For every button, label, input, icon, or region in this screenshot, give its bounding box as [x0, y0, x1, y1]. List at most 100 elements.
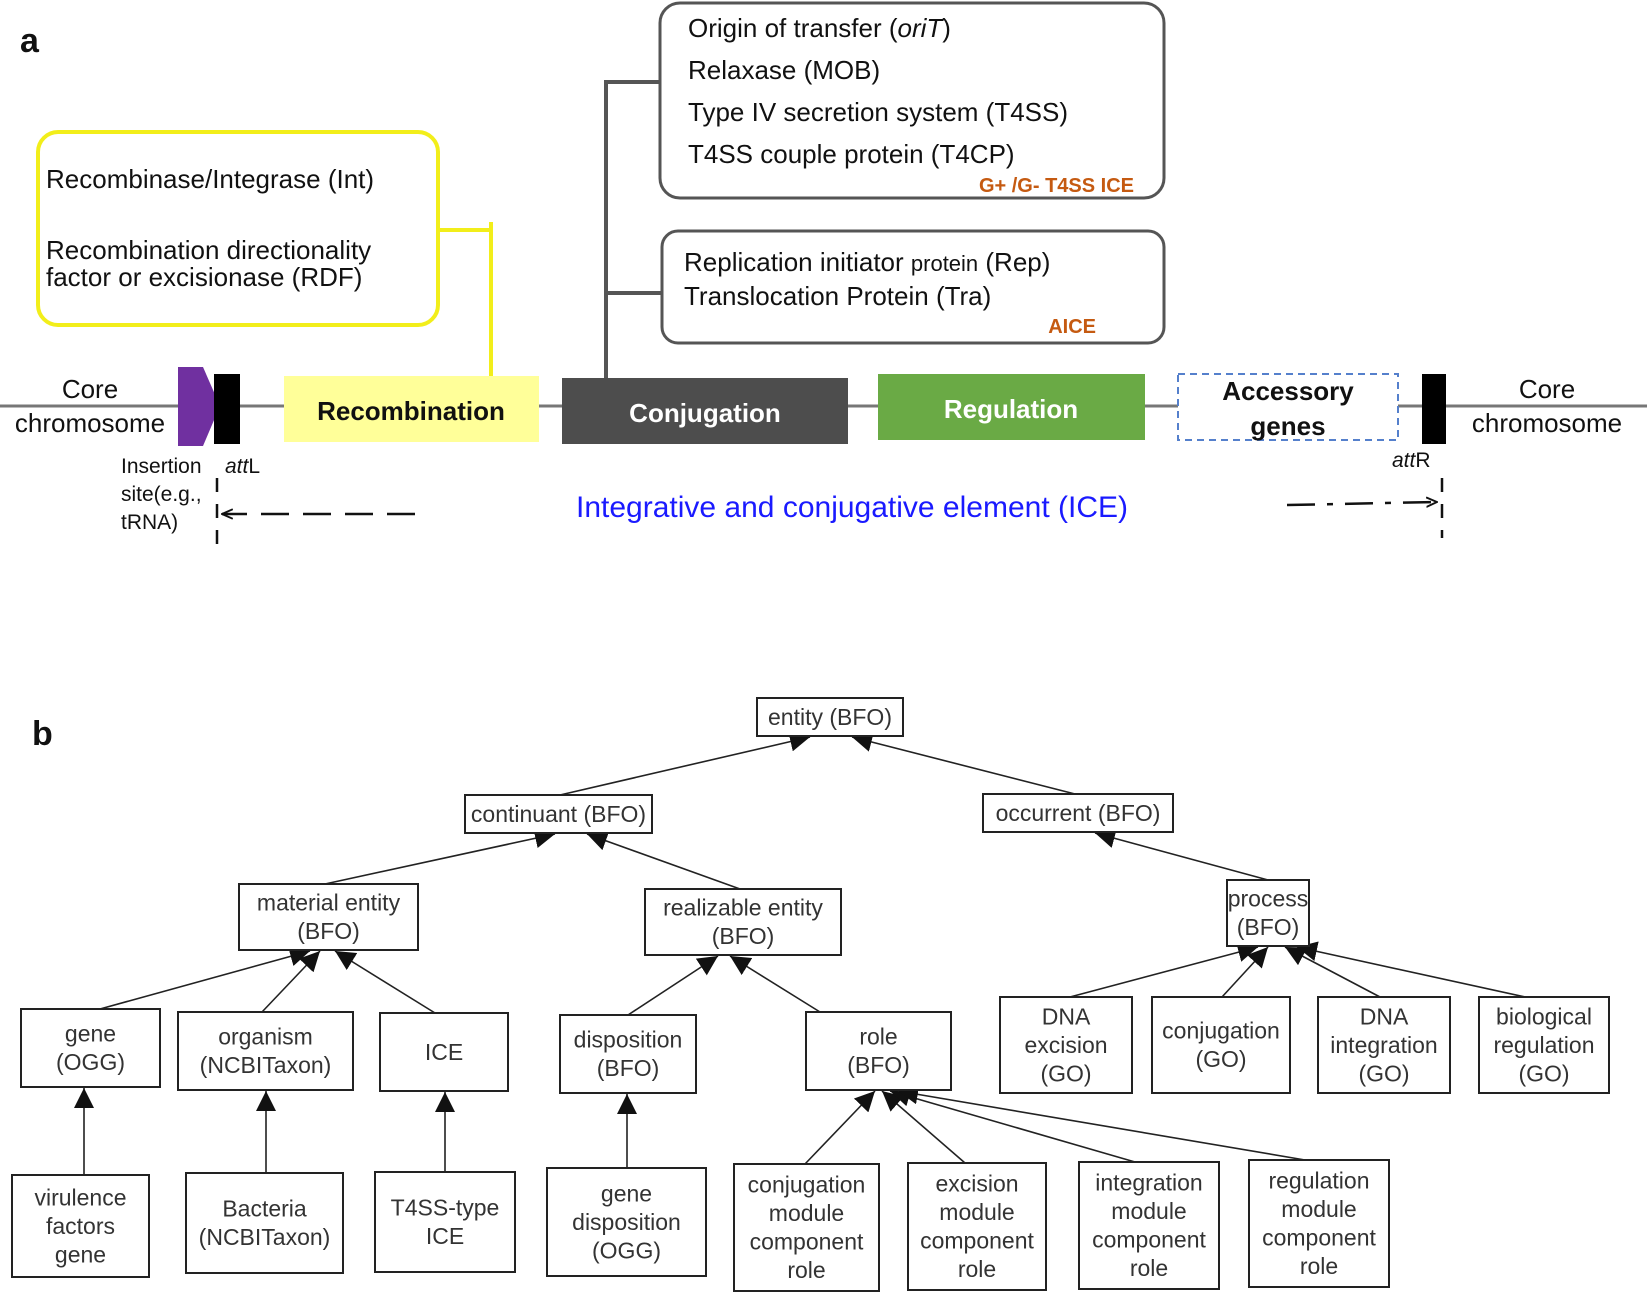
ontology-node-label: (BFO): [297, 918, 360, 944]
ontology-node-occurrent: occurrent (BFO): [982, 793, 1174, 833]
ontology-node-label: continuant (BFO): [471, 801, 646, 827]
accessory-genes-label-line2: genes: [1250, 411, 1325, 441]
ontology-node-label: DNA: [1360, 1003, 1409, 1029]
ontology-node-box: [1226, 879, 1310, 947]
attL-label: attL: [225, 455, 260, 478]
regulation-module: [878, 374, 1145, 440]
is-a-edge-biological-regulation-to-process: [1296, 941, 1526, 998]
ontology-node-box: [464, 794, 653, 834]
ontology-node-label: material entity: [257, 890, 401, 916]
ontology-node-label: module: [939, 1199, 1014, 1225]
ontology-node-label: ICE: [425, 1039, 463, 1065]
ontology-node-box: [1248, 1159, 1390, 1288]
ontology-node-ice: ICE: [379, 1012, 509, 1092]
is-a-edge-realizable-entity-to-continuant: [586, 831, 741, 890]
attR-label: attR: [1392, 449, 1431, 472]
aice-callout-box: [660, 229, 1166, 345]
ontology-node-label: ICE: [426, 1223, 464, 1249]
core-chromosome-left-line1: Core: [62, 374, 118, 404]
ontology-node-label: organism: [218, 1024, 313, 1050]
ontology-node-label: regulation: [1268, 1168, 1369, 1194]
conjugation-module: [562, 378, 848, 444]
ontology-node-label: role: [958, 1256, 996, 1282]
core-chromosome-left-line2: chromosome: [15, 408, 165, 438]
insertion-site-line2: site(e.g.,: [121, 483, 202, 506]
core-chromosome-right-line2: chromosome: [1472, 408, 1622, 438]
is-a-edge-disposition-to-realizable-entity: [627, 955, 719, 1016]
ontology-node-label: component: [1092, 1227, 1206, 1253]
ontology-node-label: (GO): [1358, 1060, 1409, 1086]
ontology-node-box: [644, 888, 842, 956]
is-a-edge-continuant-to-entity: [559, 731, 811, 796]
ontology-node-label: (OGG): [56, 1049, 125, 1075]
ontology-node-box: [907, 1162, 1047, 1291]
ontology-node-label: entity (BFO): [768, 704, 892, 730]
rep-text: Replication initiator protein (Rep): [684, 247, 1050, 277]
ontology-node-label: component: [920, 1228, 1034, 1254]
ontology-node-label: disposition: [574, 1027, 683, 1053]
ontology-node-label: role: [859, 1024, 897, 1050]
ontology-node-box: [756, 697, 904, 737]
insertion-site-marker: [178, 367, 220, 446]
ontology-node-label: conjugation: [748, 1172, 866, 1198]
attL-site: [214, 374, 240, 444]
ontology-node-label: gene: [601, 1180, 652, 1206]
ontology-node-label: (GO): [1040, 1060, 1091, 1086]
ontology-node-label: virulence: [34, 1184, 126, 1210]
ontology-node-label: disposition: [572, 1209, 681, 1235]
ontology-node-label: process: [1228, 886, 1309, 912]
is-a-edge-conjugation-module-role-to-role: [804, 1090, 876, 1165]
is-a-edge-gene-to-material-entity: [99, 946, 311, 1010]
regulation-module-label: Regulation: [944, 394, 1078, 424]
ontology-node-label: T4SS-type: [391, 1195, 500, 1221]
insertion-site-line3: tRNA): [121, 511, 178, 534]
rdf-text-line1: Recombination directionality: [46, 235, 371, 265]
ontology-edges: [74, 731, 1526, 1175]
tra-text: Translocation Protein (Tra): [684, 281, 991, 311]
ontology-node-box: [20, 1008, 161, 1088]
ontology-node-label: integration: [1330, 1032, 1437, 1058]
is-a-edge-occurrent-to-entity: [851, 732, 1076, 795]
ice-label: Integrative and conjugative element (ICE…: [576, 491, 1128, 524]
ontology-node-label: (NCBITaxon): [200, 1052, 332, 1078]
ontology-node-label: (OGG): [592, 1237, 661, 1263]
integrase-text: Recombinase/Integrase (Int): [46, 164, 374, 194]
insertion-site-line1: Insertion: [121, 455, 202, 478]
accessory-genes-label-line1: Accessory: [1222, 376, 1354, 406]
accessory-genes-module: [1177, 373, 1399, 441]
rdf-text-line2: factor or excisionase (RDF): [46, 262, 362, 292]
is-a-edge-ice-to-material-entity: [334, 950, 436, 1014]
ontology-node-role: role(BFO): [805, 1011, 952, 1091]
ontology-node-label: module: [1111, 1198, 1186, 1224]
ontology-node-label: conjugation: [1162, 1018, 1280, 1044]
ontology-node-label: (BFO): [597, 1055, 660, 1081]
ontology-node-box: [238, 883, 419, 951]
ontology-node-label: component: [1262, 1225, 1376, 1251]
ontology-node-label: (GO): [1195, 1046, 1246, 1072]
ontology-node-label: (GO): [1518, 1060, 1569, 1086]
ontology-node-label: (BFO): [1237, 914, 1300, 940]
t4ss-text: Type IV secretion system (T4SS): [688, 97, 1068, 127]
t4ss-ice-callout-box: [658, 1, 1166, 200]
ontology-node-label: integration: [1095, 1170, 1202, 1196]
ontology-node-box: [1078, 1161, 1220, 1290]
ontology-node-label: (BFO): [847, 1052, 910, 1078]
is-a-edge-role-to-realizable-entity: [729, 955, 821, 1013]
core-chromosome-right-line1: Core: [1519, 374, 1575, 404]
ontology-node-box: [379, 1012, 509, 1092]
ontology-node-box: [559, 1014, 697, 1094]
is-a-edge-integration-module-role-to-role: [889, 1086, 1136, 1163]
ontology-node-label: module: [1281, 1196, 1356, 1222]
is-a-edge-dna-excision-to-process: [1069, 942, 1259, 998]
ontology-node-label: gene: [65, 1021, 116, 1047]
ontology-node-box: [733, 1163, 880, 1292]
is-a-edge-excision-module-role-to-role: [881, 1090, 966, 1164]
recombination-module-label: Recombination: [317, 396, 505, 426]
t4cp-text: T4SS couple protein (T4CP): [688, 139, 1015, 169]
ontology-node-label: DNA: [1042, 1003, 1091, 1029]
